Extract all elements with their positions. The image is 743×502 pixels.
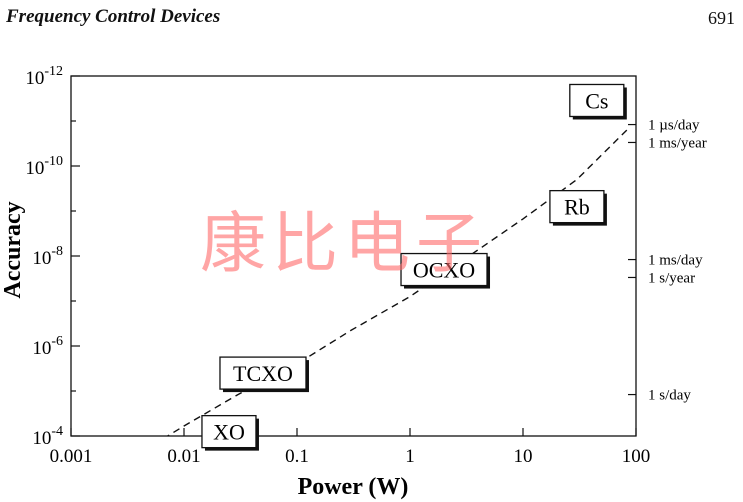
point-box [549,189,605,224]
trend-layer [166,128,629,436]
point-tcxo: TCXO [219,356,309,393]
x-tick-label: 100 [622,446,651,467]
y-tick-label: 10-6 [32,334,63,359]
x-tick-label: 0.001 [50,446,93,467]
point-box [569,83,625,118]
point-label: OCXO [413,258,475,283]
trend-line [166,128,629,436]
x-tick-label: 1 [405,446,415,467]
y-axis-label: Accuracy [0,201,26,298]
tick-layer: 0.001 0.01 0.1 1 10 100 10-4 10-6 10-8 10-10 10-12… [25,64,706,467]
x-tick-label: 0.01 [167,446,200,467]
point-xo: XO [201,414,259,451]
page-header-title: Frequency Control Devices [6,6,221,27]
point-label: Cs [585,88,608,113]
page-number: 691 [708,8,735,28]
right-tick-label: 1 ms/year [648,135,707,151]
point-box [400,252,488,287]
y-tick-label: 10-10 [25,154,63,179]
right-tick-label: 1 ms/day [648,253,703,269]
right-tick-label: 1 µs/day [648,118,700,134]
y-tick-label: 10-12 [25,64,63,89]
x-axis-label: Power (W) [298,474,409,500]
point-rb: Rb [549,189,607,226]
point-layer: XO TCXO OCXO Rb Cs [201,83,627,451]
point-cs: Cs [569,83,627,120]
right-tick-label: 1 s/day [648,388,691,404]
y-tick-label: 10-8 [32,244,63,269]
y-tick-label: 10-4 [32,424,63,449]
point-ocxo: OCXO [400,252,491,289]
x-tick-label: 10 [514,446,533,467]
x-tick-label: 0.1 [285,446,309,467]
point-label: XO [213,420,245,445]
point-label: TCXO [233,361,293,386]
point-box [201,414,257,449]
right-tick-label: 1 s/year [648,270,695,286]
point-box [219,356,307,390]
point-label: Rb [564,195,590,220]
plot-frame [70,75,637,437]
